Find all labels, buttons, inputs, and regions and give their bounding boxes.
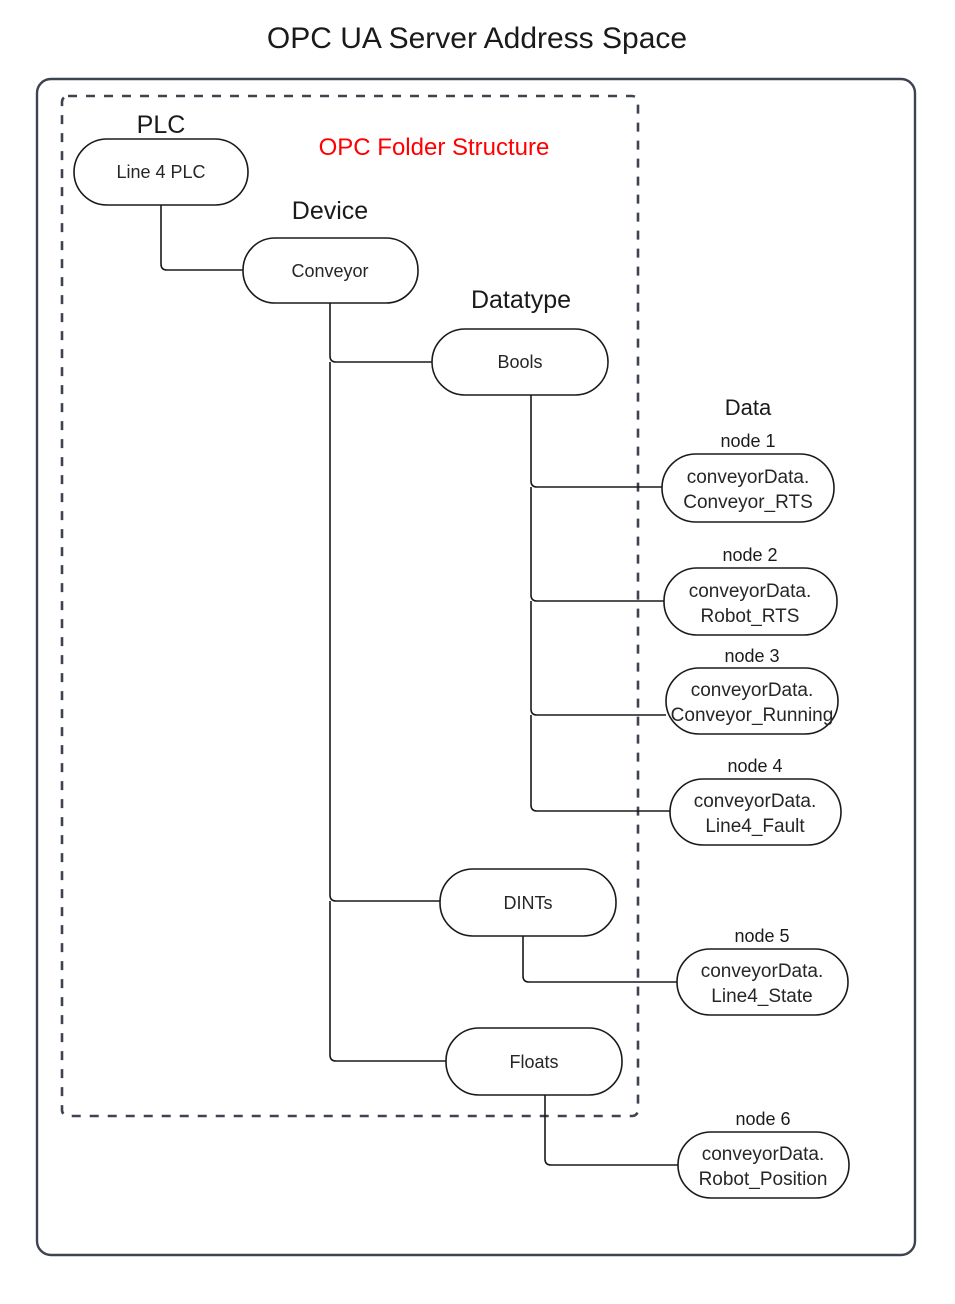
data-node-1-line2: Conveyor_RTS [683, 492, 813, 513]
connector-conveyor-to-floats [329, 901, 446, 1062]
group-label-device: Device [292, 197, 368, 225]
connector-bools-to-node3 [530, 601, 666, 716]
connector-floats-to-node6 [544, 1095, 678, 1166]
data-node-4-line1: conveyorData. [694, 791, 817, 812]
data-node-2-caption: node 2 [722, 545, 777, 565]
data-node-4-caption: node 4 [727, 756, 782, 776]
data-node-2-shape [663, 567, 838, 636]
data-node-5-line1: conveyorData. [701, 961, 824, 982]
node-floats-shape [445, 1027, 623, 1096]
opc-folder-structure-label: OPC Folder Structure [319, 134, 550, 161]
data-node-2-line1: conveyorData. [689, 581, 812, 602]
data-node-4-line2: Line4_Fault [705, 816, 805, 837]
node-dints-label: DINTs [504, 893, 553, 913]
node-dints-shape [439, 868, 617, 937]
data-node-3-line1: conveyorData. [691, 680, 814, 701]
group-label-plc: PLC [137, 111, 186, 139]
node-conveyor[interactable]: Conveyor [242, 237, 419, 304]
data-node-3[interactable]: node 3 conveyorData. Conveyor_Running [665, 646, 839, 735]
data-node-1-caption: node 1 [720, 431, 775, 451]
node-floats[interactable]: Floats [445, 1027, 623, 1096]
data-node-4[interactable]: node 4 conveyorData. Line4_Fault [669, 756, 842, 846]
group-label-datatype: Datatype [471, 286, 571, 314]
node-dints[interactable]: DINTs [439, 868, 617, 937]
connector-dints-to-node5 [522, 936, 677, 983]
data-node-3-line2: Conveyor_Running [671, 705, 834, 726]
node-bools[interactable]: Bools [431, 328, 609, 396]
data-node-6-caption: node 6 [735, 1109, 790, 1129]
data-node-6-line1: conveyorData. [702, 1144, 825, 1165]
node-conveyor-label: Conveyor [291, 261, 368, 281]
data-node-2-line2: Robot_RTS [701, 606, 800, 627]
group-label-data: Data [725, 395, 772, 420]
data-node-1-shape [661, 453, 835, 523]
data-node-1[interactable]: node 1 conveyorData. Conveyor_RTS [661, 431, 835, 523]
server-address-space-container [35, 77, 917, 1257]
connector-bools-to-node4 [530, 715, 670, 812]
node-bools-shape [431, 328, 609, 396]
connector-bools-to-node2 [530, 487, 664, 602]
data-node-5-shape [676, 948, 849, 1016]
node-conveyor-shape [242, 237, 419, 304]
data-node-6-shape [677, 1131, 850, 1199]
connector-bools-to-node1 [530, 395, 662, 488]
data-node-3-shape [665, 667, 839, 735]
data-node-3-caption: node 3 [724, 646, 779, 666]
page-title: OPC UA Server Address Space [267, 22, 687, 55]
node-bools-label: Bools [497, 352, 542, 372]
data-node-5-line2: Line4_State [711, 986, 812, 1007]
data-node-2[interactable]: node 2 conveyorData. Robot_RTS [663, 545, 838, 636]
node-line4-plc-shape [73, 138, 249, 206]
data-node-6[interactable]: node 6 conveyorData. Robot_Position [677, 1109, 850, 1199]
opc-folder-structure-boundary [60, 94, 640, 1118]
data-node-5-caption: node 5 [734, 926, 789, 946]
data-node-6-line2: Robot_Position [699, 1169, 828, 1190]
data-node-4-shape [669, 778, 842, 846]
connector-plc-to-conveyor [160, 205, 243, 271]
node-line4-plc[interactable]: Line 4 PLC [73, 138, 249, 206]
node-floats-label: Floats [509, 1052, 558, 1072]
data-node-5[interactable]: node 5 conveyorData. Line4_State [676, 926, 849, 1016]
connector-conveyor-to-bools [329, 302, 432, 363]
node-line4-plc-label: Line 4 PLC [116, 162, 205, 182]
connector-conveyor-to-dints [329, 362, 440, 902]
data-node-1-line1: conveyorData. [687, 467, 810, 488]
